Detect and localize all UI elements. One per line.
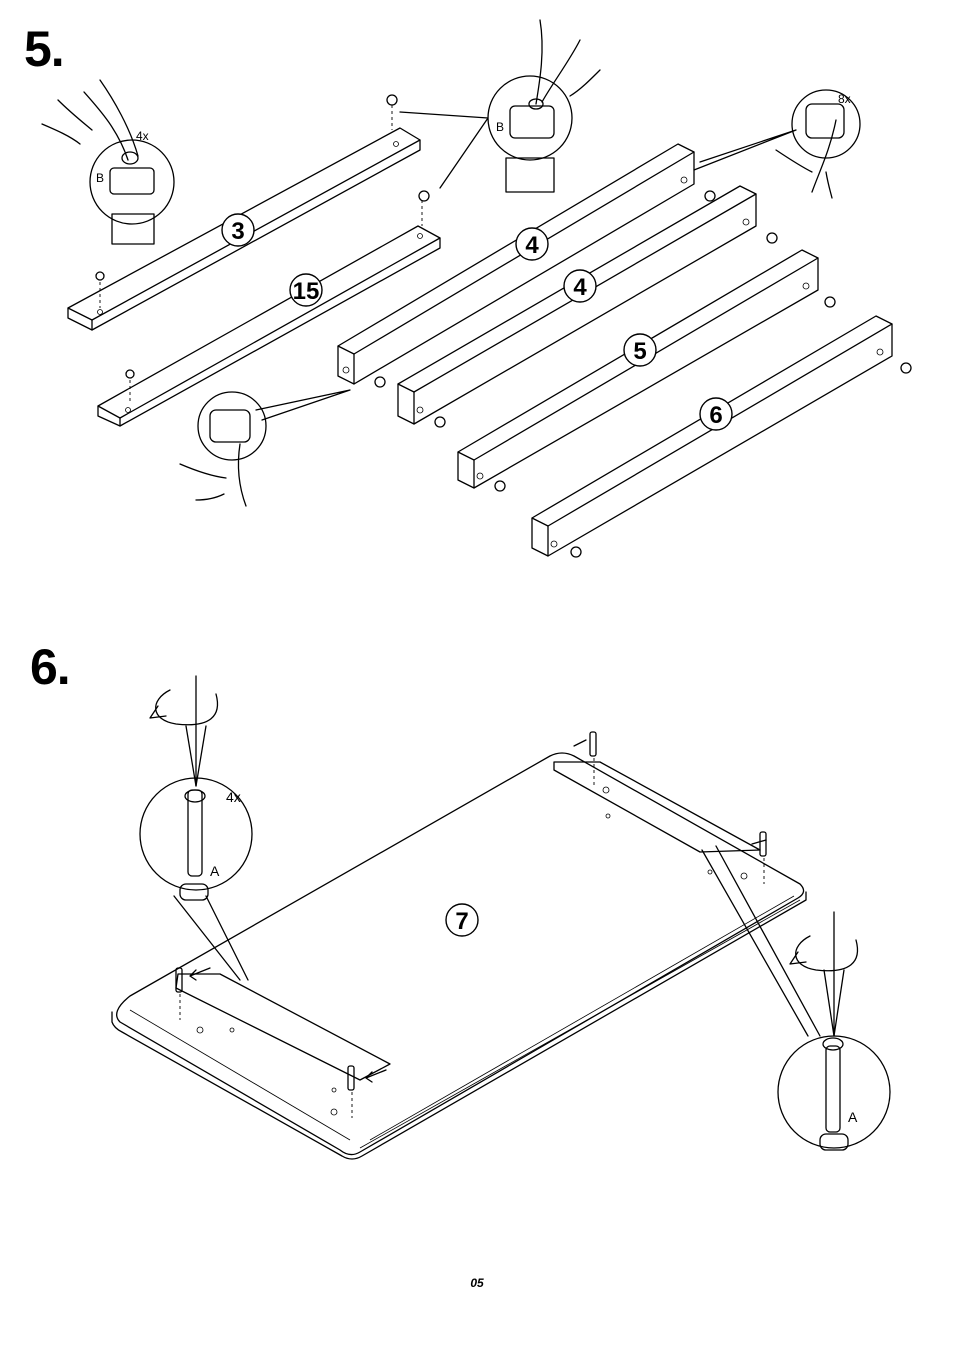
- detail-magnifier-left: [140, 676, 252, 980]
- page-number: 05: [0, 1276, 954, 1290]
- fitting-letter: A: [848, 1109, 858, 1125]
- part-label: 7: [446, 904, 478, 936]
- quantity-label: 4x: [226, 789, 241, 805]
- panel-part-7: [112, 753, 806, 1159]
- step6-assembly-illustration: 7 4x A A: [0, 0, 954, 1200]
- fitting-letter: A: [210, 863, 220, 879]
- svg-text:7: 7: [455, 908, 468, 935]
